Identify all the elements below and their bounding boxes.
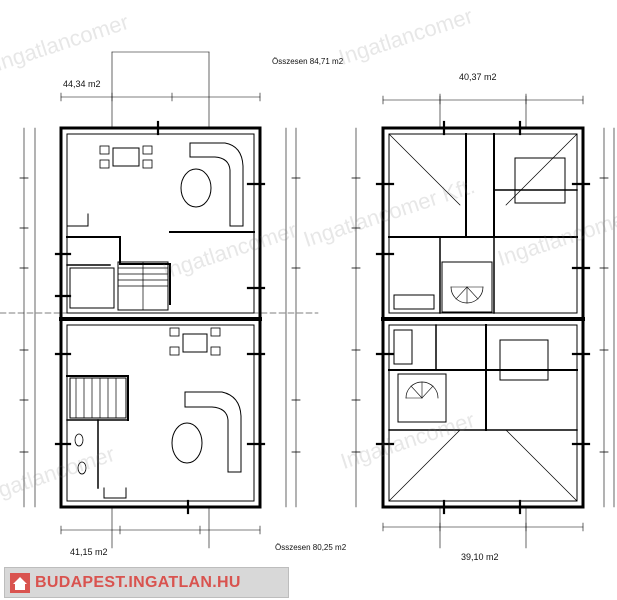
brand-badge[interactable]: BUDAPEST.INGATLAN.HU (4, 567, 289, 598)
house-icon (10, 572, 30, 593)
ground-upper-area: 44,34 m2 (63, 79, 101, 89)
upper-upper-area: 40,37 m2 (459, 72, 497, 82)
right-building (351, 93, 615, 549)
ground-floor-total: Összesen 80,25 m2 (275, 543, 347, 552)
left-building (0, 51, 319, 549)
upper-floor-total: Összesen 84,71 m2 (272, 57, 344, 66)
ground-lower-area: 41,15 m2 (70, 547, 108, 557)
brand-text: BUDAPEST.INGATLAN.HU (35, 573, 241, 591)
upper-lower-area: 39,10 m2 (461, 552, 499, 562)
